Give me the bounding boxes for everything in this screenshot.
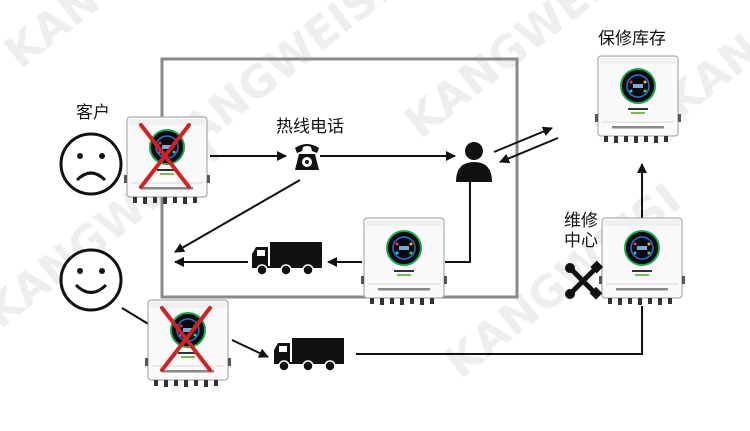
telephone-icon — [295, 144, 319, 170]
warehouse-label: 保修库存 — [598, 29, 666, 49]
customer-faulty-inverter — [123, 116, 211, 205]
replacement-inverter — [360, 217, 448, 306]
line-person-to-stock — [445, 182, 471, 263]
fault-cross-icon — [139, 123, 191, 189]
arrow-to-warehouse — [493, 126, 553, 153]
arrow-faulty-to-truck — [231, 339, 269, 358]
fault-cross-icon — [160, 306, 212, 372]
repair-center-label-line1: 维修 — [564, 211, 598, 231]
tools-icon — [565, 260, 604, 300]
line-truck-to-repair — [356, 306, 643, 355]
flow-lines — [121, 126, 647, 358]
customer-label: 客户 — [76, 103, 110, 123]
warehouse-inverter — [594, 55, 682, 144]
arrow-from-warehouse — [499, 137, 559, 164]
hotline-label: 热线电话 — [276, 117, 344, 137]
repair-center-label: 维修 中心 — [563, 211, 599, 251]
watermark-text: KANGWEISI — [0, 0, 251, 79]
sad-face-icon — [59, 132, 123, 196]
happy-face-icon — [59, 248, 123, 312]
repair-center-inverter — [598, 217, 686, 306]
repair-center-label-line2: 中心 — [564, 230, 598, 251]
returned-faulty-inverter — [144, 299, 232, 388]
truck-icon — [273, 337, 345, 372]
arrow-diagonal-to-customer — [174, 179, 301, 253]
truck-icon — [251, 241, 323, 276]
line-customer-to-faulty — [121, 307, 151, 326]
person-icon — [456, 142, 492, 182]
